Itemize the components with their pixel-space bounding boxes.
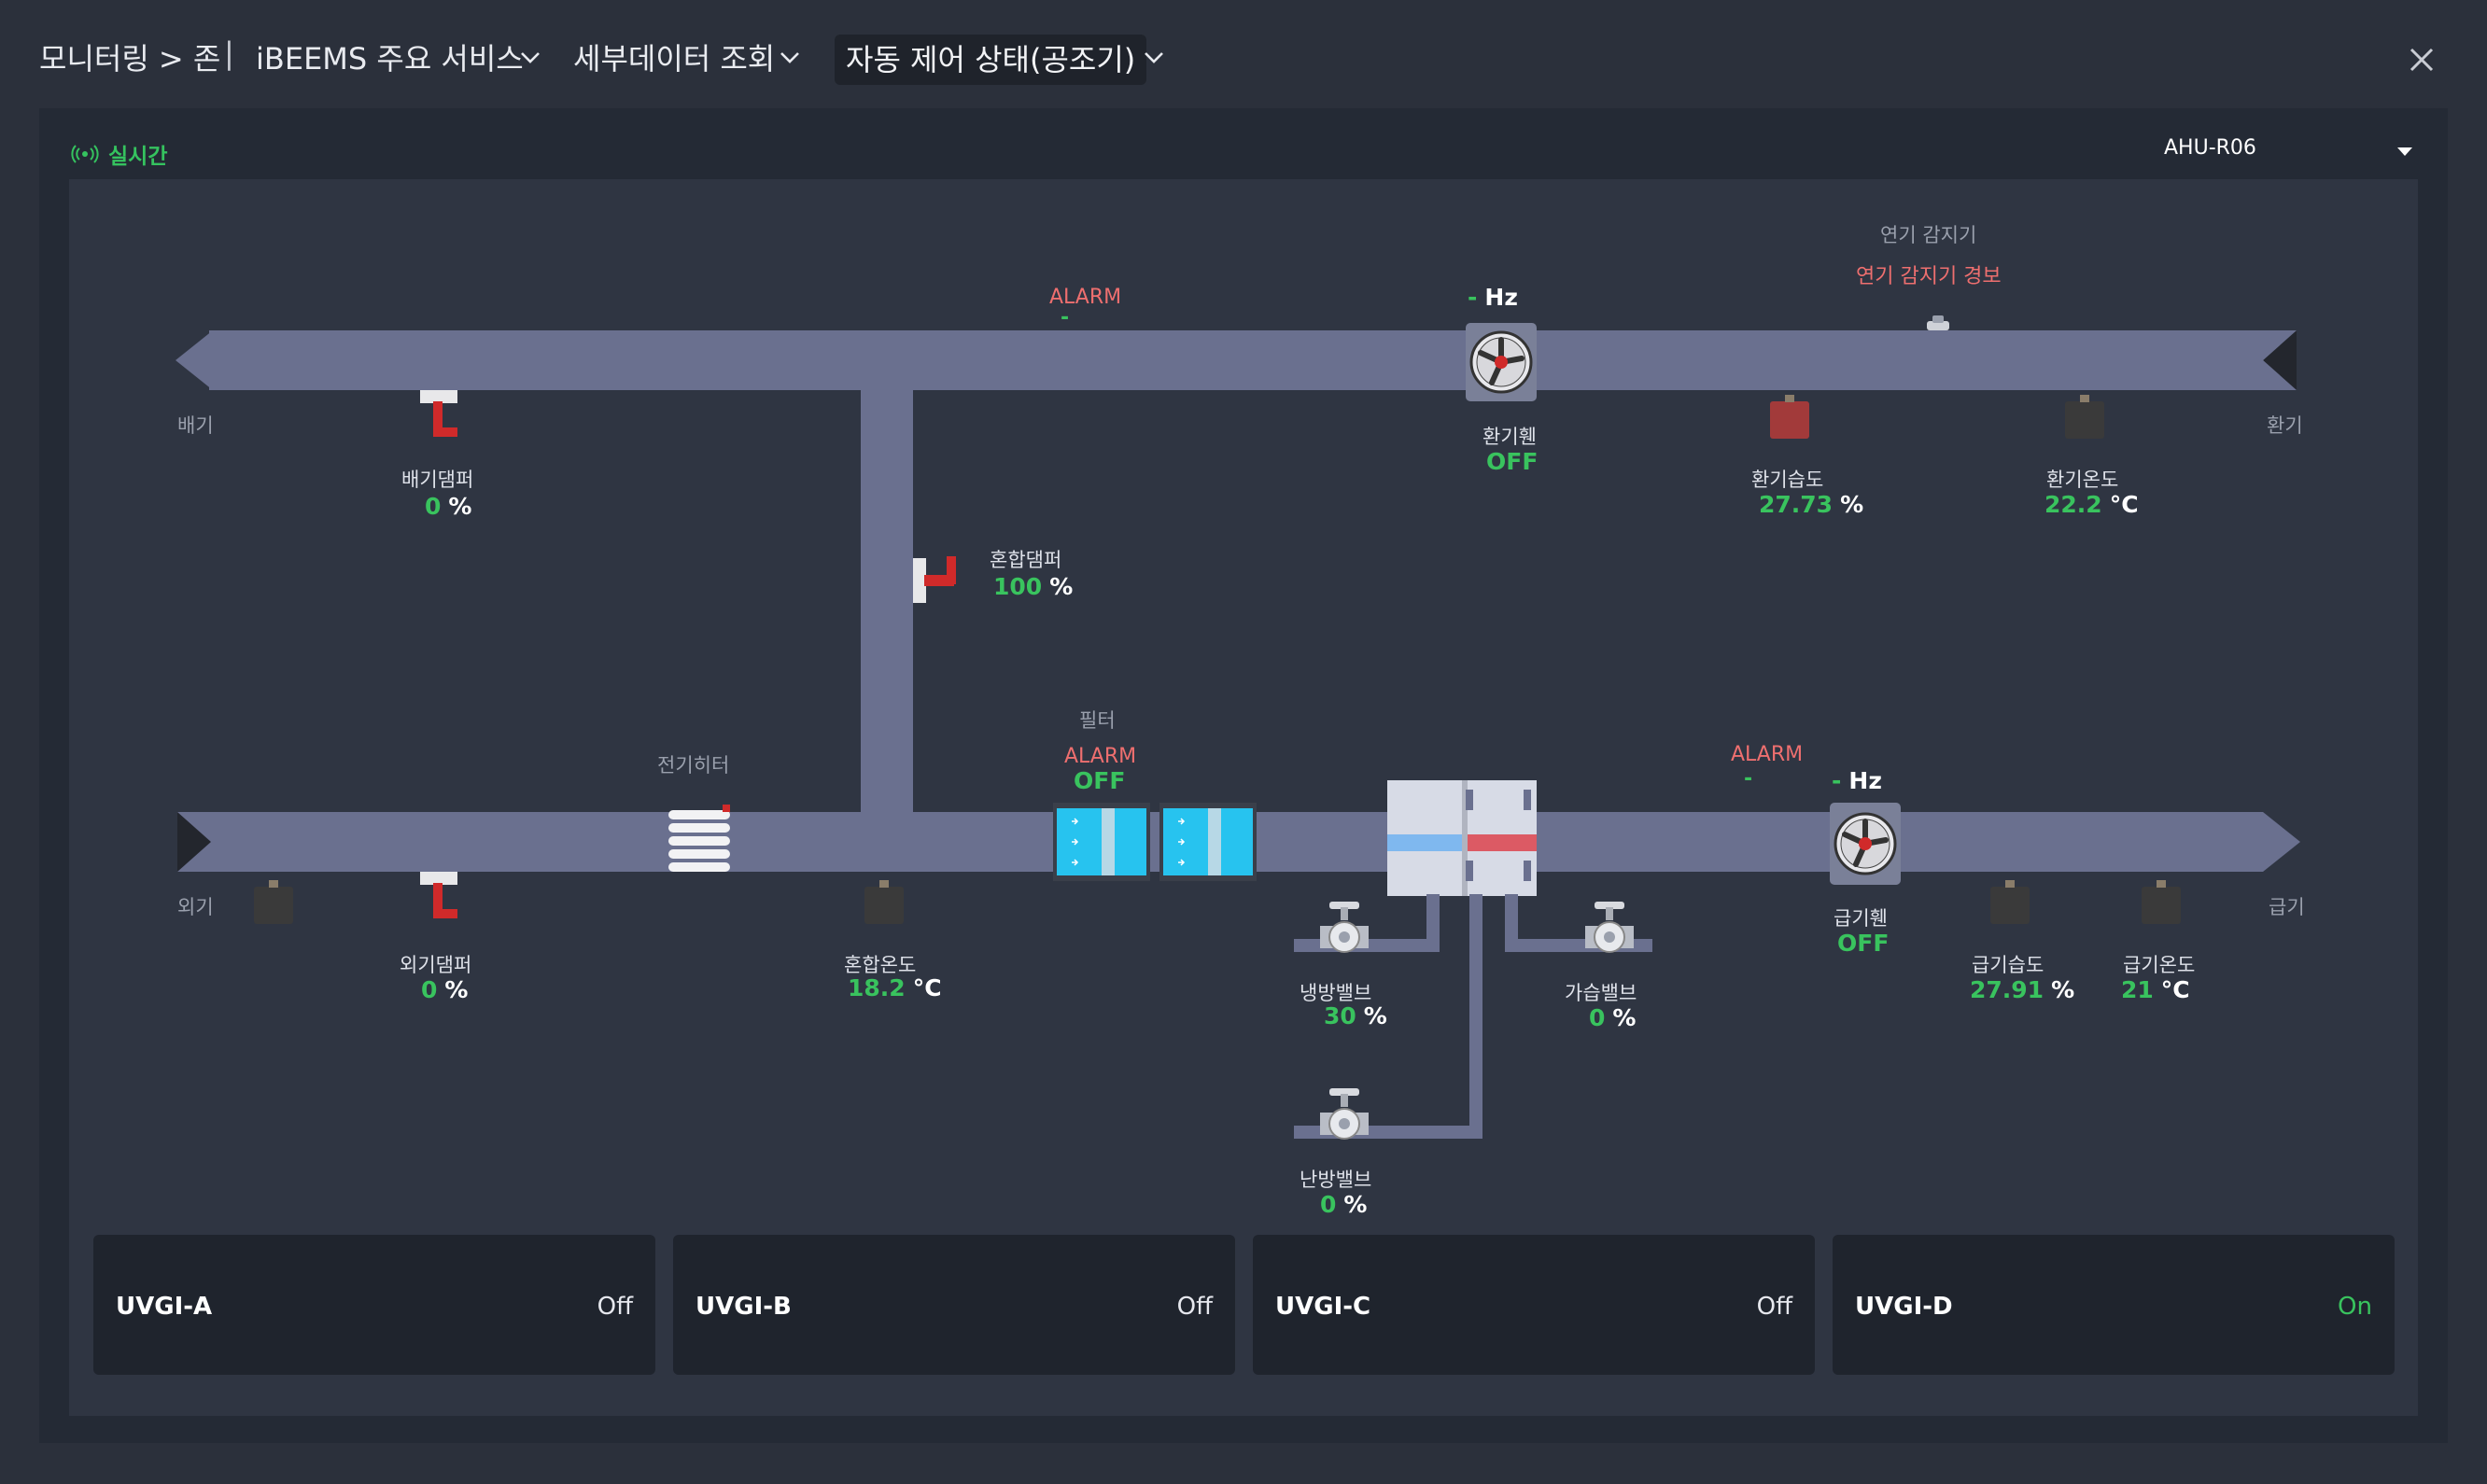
uvgi-name: UVGI-D — [1855, 1293, 1953, 1321]
supply-fan-icon[interactable] — [1828, 803, 1903, 885]
uvgi-card-a[interactable]: UVGI-A Off — [93, 1235, 655, 1375]
supply-alarm-value: - — [1744, 767, 1753, 791]
cooling-pipe-vertical — [1426, 894, 1440, 952]
humid-valve-name: 가습밸브 — [1565, 982, 1637, 1004]
mixed-temp-sensor-icon — [864, 880, 904, 924]
supply-humidity-name: 급기습도 — [1972, 954, 2044, 976]
breadcrumb[interactable]: 모니터링 > 존 — [39, 41, 221, 77]
return-humidity-sensor-icon — [1770, 395, 1809, 439]
cooling-valve-value: 30% — [1324, 1002, 1387, 1029]
uvgi-name: UVGI-B — [696, 1293, 792, 1321]
outdoor-sensor-icon — [254, 880, 293, 924]
breadcrumb-separator: | — [224, 35, 234, 71]
filter-icon[interactable] — [1053, 803, 1258, 881]
exhaust-damper-value: 0% — [425, 493, 472, 520]
outdoor-damper-icon[interactable] — [418, 872, 461, 928]
heating-valve-name: 난방밸브 — [1300, 1169, 1372, 1191]
exhaust-alarm-value: - — [1061, 306, 1070, 329]
supply-label: 급기 — [2269, 896, 2305, 918]
return-temp-name: 환기온도 — [2046, 469, 2119, 491]
return-fan-state: OFF — [1486, 448, 1539, 475]
realtime-label: 실시간 — [108, 145, 168, 169]
cooling-valve-name: 냉방밸브 — [1300, 982, 1372, 1004]
close-icon[interactable] — [2403, 41, 2440, 78]
supply-temp-name: 급기온도 — [2123, 954, 2196, 976]
uvgi-name: UVGI-A — [116, 1293, 213, 1321]
uvgi-name: UVGI-C — [1275, 1293, 1371, 1321]
return-fan-hz: -Hz — [1468, 284, 1518, 311]
exhaust-damper-icon[interactable] — [418, 390, 461, 446]
chevron-down-icon[interactable] — [519, 47, 541, 69]
heating-valve-icon[interactable] — [1320, 1088, 1369, 1144]
mixed-temp-value: 18.2°C — [848, 974, 942, 1001]
outdoor-damper-name: 외기댐퍼 — [400, 954, 472, 976]
menu-ibeems-services[interactable]: iBEEMS 주요 서비스 — [256, 41, 524, 77]
return-label: 환기 — [2267, 414, 2303, 437]
mixed-damper-value: 100% — [993, 573, 1074, 600]
filter-name: 필터 — [1079, 709, 1116, 732]
mixed-temp-name: 혼합온도 — [844, 954, 917, 976]
uvgi-card-d[interactable]: UVGI-D On — [1833, 1235, 2395, 1375]
exhaust-damper-name: 배기댐퍼 — [401, 469, 474, 491]
return-humidity-value: 27.73% — [1759, 491, 1864, 518]
dropdown-arrow-icon — [2397, 147, 2412, 156]
chevron-down-icon[interactable] — [779, 47, 801, 69]
heating-pipe-vertical — [1469, 894, 1482, 1139]
exhaust-arrow-icon — [176, 330, 213, 390]
outdoor-damper-value: 0% — [421, 976, 469, 1003]
coil-unit-icon[interactable] — [1387, 780, 1539, 896]
supply-arrow-icon — [2263, 812, 2300, 872]
return-temp-value: 22.2°C — [2044, 491, 2139, 518]
mixing-duct — [861, 388, 913, 814]
supply-humidity-value: 27.91% — [1970, 976, 2075, 1003]
heating-valve-value: 0% — [1320, 1191, 1368, 1218]
humid-pipe-vertical — [1505, 894, 1518, 952]
uvgi-state: Off — [1756, 1293, 1792, 1321]
uvgi-state: Off — [597, 1293, 633, 1321]
return-temp-sensor-icon — [2065, 395, 2104, 439]
supply-temp-value: 21°C — [2121, 976, 2190, 1003]
chevron-down-icon[interactable] — [1143, 47, 1165, 69]
supply-fan-name: 급기휀 — [1834, 907, 1888, 930]
supply-fan-hz: -Hz — [1832, 767, 1882, 794]
outdoor-inlet-icon — [177, 812, 211, 872]
uvgi-state: On — [2338, 1293, 2372, 1321]
cooling-valve-icon[interactable] — [1320, 902, 1369, 958]
mixed-damper-name: 혼합댐퍼 — [990, 549, 1062, 571]
exhaust-label: 배기 — [177, 414, 214, 437]
uvgi-state: Off — [1176, 1293, 1213, 1321]
outdoor-label: 외기 — [177, 896, 214, 918]
supply-alarm-label: ALARM — [1731, 743, 1804, 766]
exhaust-alarm-label: ALARM — [1049, 286, 1122, 309]
menu-auto-control-status[interactable]: 자동 제어 상태(공조기) — [835, 35, 1147, 85]
return-fan-name: 환기휀 — [1482, 426, 1537, 448]
smoke-detector-status: 연기 감지기 경보 — [1856, 265, 2002, 288]
broadcast-icon — [71, 144, 99, 164]
filter-state: OFF — [1074, 767, 1126, 794]
return-inlet-icon — [2263, 330, 2297, 390]
return-exhaust-duct — [209, 330, 2280, 390]
supply-temp-sensor-icon — [2142, 880, 2181, 924]
humid-valve-icon[interactable] — [1585, 902, 1634, 958]
realtime-indicator: 실시간 — [71, 138, 167, 170]
electric-heater-icon[interactable] — [667, 805, 736, 877]
ahu-selector[interactable]: AHU-R06 — [2164, 136, 2412, 170]
mixed-damper-icon[interactable] — [913, 554, 963, 607]
smoke-detector-name: 연기 감지기 — [1880, 224, 1977, 246]
return-humidity-name: 환기습도 — [1751, 469, 1824, 491]
header-bar: 모니터링 > 존 | iBEEMS 주요 서비스 세부데이터 조회 자동 제어 … — [0, 0, 2487, 108]
ahu-selector-value: AHU-R06 — [2164, 136, 2256, 160]
filter-alarm-label: ALARM — [1064, 745, 1137, 768]
supply-humidity-sensor-icon — [1990, 880, 2030, 924]
smoke-detector-icon[interactable] — [1927, 314, 1949, 330]
uvgi-card-b[interactable]: UVGI-B Off — [673, 1235, 1235, 1375]
uvgi-card-c[interactable]: UVGI-C Off — [1253, 1235, 1815, 1375]
menu-detail-data[interactable]: 세부데이터 조회 — [573, 41, 776, 77]
return-fan-icon[interactable] — [1464, 323, 1539, 401]
supply-fan-state: OFF — [1837, 930, 1890, 957]
humid-valve-value: 0% — [1589, 1004, 1637, 1031]
electric-heater-name: 전기히터 — [657, 754, 730, 777]
